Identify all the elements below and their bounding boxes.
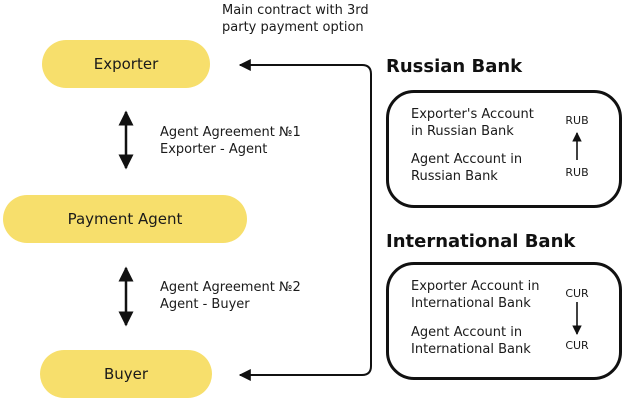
- russian-bank-bottom-currency: RUB: [565, 166, 589, 179]
- international-bank-box: [386, 262, 622, 380]
- russian-bank-top-currency: RUB: [565, 114, 589, 127]
- russian-bank-agent-account: Agent Account in Russian Bank: [411, 152, 523, 184]
- exporter-node: Exporter: [42, 40, 210, 88]
- buyer-node: Buyer: [40, 350, 212, 398]
- international-bank-heading: International Bank: [386, 231, 576, 252]
- international-bank-agent-account: Agent Account in International Bank: [411, 325, 531, 357]
- agent-agreement-1: Agent Agreement №1 Exporter - Agent: [160, 125, 301, 157]
- payment-agent-node: Payment Agent: [3, 195, 247, 243]
- main-contract-note: Main contract with 3rd party payment opt…: [222, 3, 369, 35]
- agent-agreement-2: Agent Agreement №2 Agent - Buyer: [160, 280, 301, 312]
- international-bank-bottom-currency: CUR: [565, 339, 589, 352]
- international-bank-top-currency: CUR: [565, 287, 589, 300]
- russian-bank-box: [386, 90, 622, 208]
- main-contract-bracket: [240, 64, 372, 376]
- russian-bank-exporter-account: Exporter's Account in Russian Bank: [411, 107, 534, 139]
- international-bank-exporter-account: Exporter Account in International Bank: [411, 279, 540, 311]
- russian-bank-heading: Russian Bank: [386, 56, 523, 77]
